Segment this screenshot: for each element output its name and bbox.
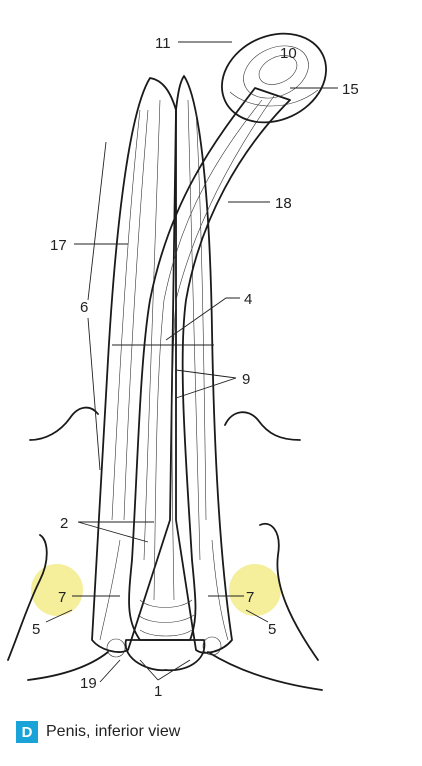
label-1: 1 — [154, 683, 162, 700]
label-11: 11 — [155, 35, 171, 52]
highlight-left — [31, 564, 83, 616]
figure-caption: D Penis, inferior view — [16, 720, 180, 744]
body-contours — [7, 406, 323, 691]
corpora-cavernosa — [91, 75, 233, 654]
leader-lines — [45, 41, 338, 683]
label-17: 17 — [50, 237, 67, 254]
caption-badge: D — [16, 721, 38, 743]
label-7-left: 7 — [58, 589, 66, 606]
label-2: 2 — [60, 515, 68, 532]
corpus-spongiosum — [106, 32, 327, 672]
caption-text: Penis, inferior view — [46, 723, 181, 740]
label-19: 19 — [80, 675, 97, 692]
label-4: 4 — [244, 291, 252, 308]
label-10: 10 — [280, 45, 297, 62]
anatomy-illustration: 11 10 15 18 17 6 4 9 2 7 7 5 5 19 1 — [7, 32, 359, 700]
label-5-left: 5 — [32, 621, 40, 638]
label-18: 18 — [275, 195, 292, 212]
label-5-right: 5 — [268, 621, 276, 638]
highlight-right — [229, 564, 281, 616]
label-6: 6 — [80, 299, 88, 316]
label-9: 9 — [242, 371, 250, 388]
label-15: 15 — [342, 81, 359, 98]
label-7-right: 7 — [246, 589, 254, 606]
